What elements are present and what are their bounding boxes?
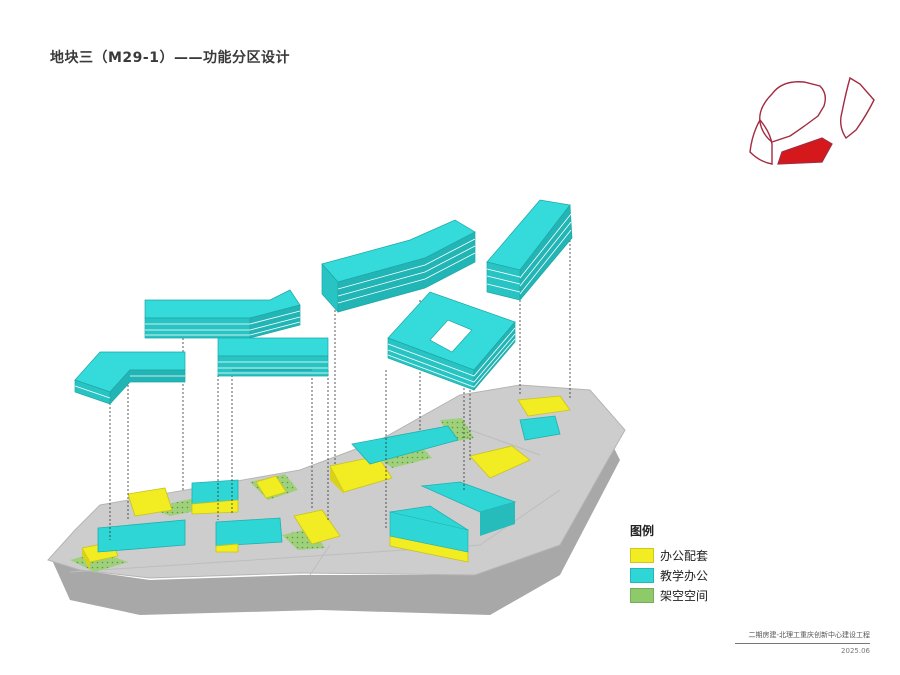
keymap-parcel-current <box>777 137 833 165</box>
legend-item-teaching-office: 教学办公 <box>630 565 708 585</box>
office-support-block <box>127 487 173 517</box>
legend-label: 办公配套 <box>660 548 709 563</box>
office-support-block <box>255 475 287 499</box>
teaching-office-block <box>97 519 186 553</box>
teaching-office-tower <box>74 351 186 405</box>
podium-blocks <box>81 395 571 570</box>
legend-label: 教学办公 <box>660 568 709 583</box>
teaching-office-tower <box>321 219 476 313</box>
legend: 图例 办公配套 教学办公 架空空间 <box>630 522 708 605</box>
legend-swatch <box>630 587 654 603</box>
teaching-office-tower <box>486 199 573 301</box>
footer: 二期房建-北理工重庆创新中心建设工程 2025.06 <box>735 630 870 655</box>
office-support-block <box>215 543 239 553</box>
office-support-block <box>191 499 239 515</box>
footer-date: 2025.06 <box>841 647 870 655</box>
pilotis-zone <box>440 418 474 442</box>
legend-swatch <box>630 547 654 563</box>
office-support-block <box>469 445 531 479</box>
site-base-side <box>52 420 620 615</box>
teaching-office-tower <box>217 337 329 377</box>
site-road-line-3 <box>469 429 541 456</box>
site-road-line-1 <box>69 489 561 573</box>
project-name: 二期房建-北理工重庆创新中心建设工程 <box>748 631 870 639</box>
legend-item-office-support: 办公配套 <box>630 545 708 565</box>
teaching-office-tower <box>144 289 301 339</box>
upper-teaching-blocks <box>74 199 573 405</box>
legend-title: 图例 <box>630 524 655 538</box>
teaching-office-block <box>215 517 283 547</box>
keymap-parcel-west <box>749 118 773 165</box>
office-support-block <box>517 395 571 417</box>
teaching-office-block <box>351 425 459 465</box>
site-road-line-2 <box>309 544 331 576</box>
footer-divider <box>735 643 870 644</box>
keymap-parcel-east <box>839 76 875 140</box>
teaching-office-block <box>480 502 515 536</box>
page-title: 地块三（M29-1）——功能分区设计 <box>50 50 290 66</box>
site-key-map <box>749 76 875 165</box>
teaching-office-block <box>519 415 561 441</box>
legend-swatch <box>630 567 654 583</box>
legend-label: 架空空间 <box>660 588 709 603</box>
office-support-block <box>293 509 341 545</box>
legend-item-pilotis: 架空空间 <box>630 585 708 605</box>
teaching-office-tower <box>387 291 516 391</box>
office-support-block <box>329 455 393 493</box>
